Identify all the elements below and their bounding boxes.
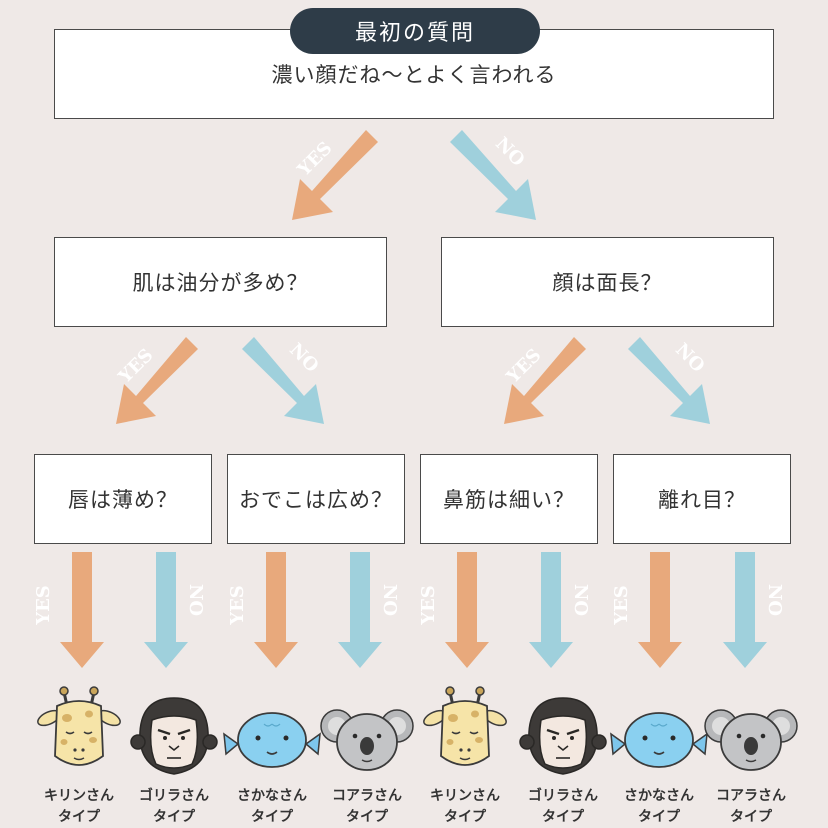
title-pill-text: 最初の質問 <box>354 21 475 46</box>
no-label: NO <box>764 584 785 616</box>
yes-label: YES <box>418 585 439 626</box>
result-type-suffix: タイプ <box>444 809 486 825</box>
result-label: コアラさん タイプ <box>709 786 793 828</box>
no-label: NO <box>185 584 206 616</box>
gorilla-icon <box>129 696 219 776</box>
no-arrow: NO <box>529 552 591 668</box>
question-text: 唇は薄め？ <box>68 488 178 512</box>
no-arrow: NO <box>144 552 206 668</box>
result-label: コアラさん タイプ <box>325 786 409 828</box>
result-type-suffix: タイプ <box>251 809 293 825</box>
result-type-suffix: タイプ <box>638 809 680 825</box>
result-type-name: さかなさん <box>624 788 694 804</box>
question-text: 離れ目？ <box>658 488 746 512</box>
yes-arrow: YES <box>33 552 104 668</box>
yes-arrow: YES <box>227 552 298 668</box>
question-text: 顔は面長？ <box>552 271 663 295</box>
question-text: 濃い顔だね〜とよく言われる <box>271 63 557 87</box>
result-type-name: ゴリラさん <box>139 788 209 804</box>
question-text: おでこは広め？ <box>239 488 393 512</box>
result-label: さかなさん タイプ <box>230 786 314 828</box>
result-type-suffix: タイプ <box>346 809 388 825</box>
result-type-suffix: タイプ <box>153 809 195 825</box>
question-box-wide-eyes: 離れ目？ <box>613 454 791 544</box>
giraffe-icon <box>34 685 124 767</box>
no-arrow: NO <box>338 552 400 668</box>
result-label: キリンさん タイプ <box>37 786 121 828</box>
result-type-name: ゴリラさん <box>528 788 598 804</box>
result-type-name: コアラさん <box>716 788 786 804</box>
question-box-wide-forehead: おでこは広め？ <box>227 454 405 544</box>
fish-icon <box>610 712 708 768</box>
question-box-long-face: 顔は面長？ <box>441 237 774 327</box>
result-type-name: コアラさん <box>332 788 402 804</box>
giraffe-icon <box>420 685 510 767</box>
yes-label: YES <box>33 585 54 626</box>
result-label: ゴリラさん タイプ <box>521 786 605 828</box>
question-text: 肌は油分が多め？ <box>132 271 309 295</box>
no-label: NO <box>379 584 400 616</box>
question-box-thin-nose: 鼻筋は細い？ <box>420 454 598 544</box>
result-type-name: さかなさん <box>237 788 307 804</box>
title-pill: 最初の質問 <box>290 8 540 54</box>
yes-arrow: YES <box>418 552 489 668</box>
result-type-suffix: タイプ <box>730 809 772 825</box>
result-type-name: キリンさん <box>430 788 500 804</box>
result-type-suffix: タイプ <box>542 809 584 825</box>
result-type-name: キリンさん <box>44 788 114 804</box>
no-arrow: NO <box>723 552 785 668</box>
gorilla-icon <box>518 696 608 776</box>
fish-icon <box>223 712 321 768</box>
yes-label: YES <box>611 585 632 626</box>
result-type-suffix: タイプ <box>58 809 100 825</box>
question-text: 鼻筋は細い？ <box>443 488 575 512</box>
koala-icon <box>704 709 798 771</box>
question-box-thin-lips: 唇は薄め？ <box>34 454 212 544</box>
result-label: さかなさん タイプ <box>617 786 701 828</box>
no-label: NO <box>570 584 591 616</box>
question-box-oily-skin: 肌は油分が多め？ <box>54 237 387 327</box>
yes-arrow: YES <box>611 552 682 668</box>
yes-label: YES <box>227 585 248 626</box>
result-label: ゴリラさん タイプ <box>132 786 216 828</box>
koala-icon <box>320 709 414 771</box>
result-label: キリンさん タイプ <box>423 786 507 828</box>
